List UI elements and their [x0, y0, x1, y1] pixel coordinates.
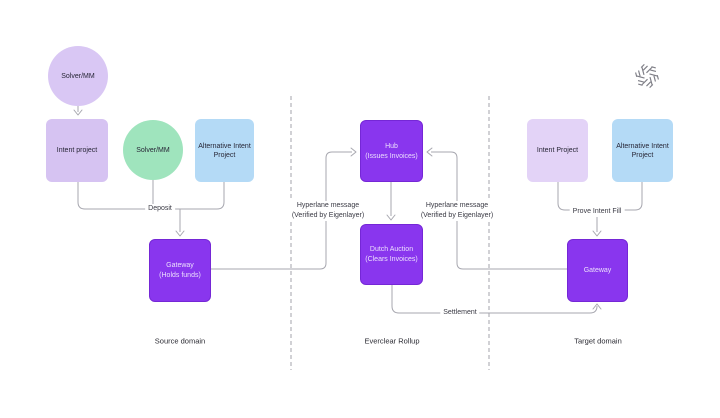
node-label: Solver/MM: [136, 146, 170, 154]
edge-label-line: (Verified by Eigenlayer): [291, 212, 365, 219]
node-alternative-intent-source: Alternative Intent Project: [195, 119, 254, 182]
edge-label-prove-intent-fill: Prove Intent Fill: [569, 207, 625, 217]
node-label: Hub (Issues Invoices): [365, 142, 418, 161]
node-title: Hub: [385, 142, 398, 150]
edge-label-line: Hyperlane message: [296, 202, 360, 209]
edge-label-settlement: Settlement: [440, 308, 480, 318]
edge-label-line: Hyperlane message: [425, 202, 489, 209]
node-label: Gateway (Holds funds): [159, 261, 201, 280]
node-solver-mm-source: Solver/MM: [48, 46, 108, 106]
node-label: Solver/MM: [61, 72, 95, 80]
node-title: Dutch Auction: [369, 246, 414, 253]
node-hub: Hub (Issues Invoices): [360, 120, 423, 182]
node-label: Dutch Auction (Clears Invoices): [365, 245, 418, 264]
node-label: Gateway: [583, 267, 612, 274]
node-solver-mm-alt: Solver/MM: [123, 120, 183, 180]
node-label: Alternative Intent Project: [616, 142, 669, 159]
node-subtitle: (Clears Invoices): [365, 256, 418, 263]
region-label-target-domain: Target domain: [574, 336, 622, 346]
node-alternative-intent-target: Alternative Intent Project: [612, 119, 673, 182]
edge-label-hyperlane-left: Hyperlane message (Verified by Eigenlaye…: [288, 201, 368, 221]
region-label-everclear-rollup: Everclear Rollup: [364, 336, 420, 346]
node-label: Intent project: [56, 147, 98, 154]
region-label-source-domain: Source domain: [154, 336, 206, 346]
node-intent-project-source: Intent project: [46, 119, 108, 182]
node-label: Intent Project: [536, 147, 579, 154]
node-gateway-target: Gateway: [567, 239, 628, 302]
node-label: Alternative Intent Project: [198, 142, 251, 159]
edge-label-line: (Verified by Eigenlayer): [420, 212, 494, 219]
node-subtitle: (Holds funds): [159, 272, 201, 279]
edge-label-hyperlane-right: Hyperlane message (Verified by Eigenlaye…: [417, 201, 497, 221]
node-intent-project-target: Intent Project: [527, 119, 588, 182]
node-subtitle: (Issues Invoices): [365, 152, 418, 160]
node-title: Gateway: [166, 262, 194, 269]
node-dutch-auction: Dutch Auction (Clears Invoices): [360, 224, 423, 285]
node-gateway-source: Gateway (Holds funds): [149, 239, 211, 302]
edge-label-deposit: Deposit: [145, 204, 175, 214]
everclear-logo-icon: [635, 63, 659, 89]
